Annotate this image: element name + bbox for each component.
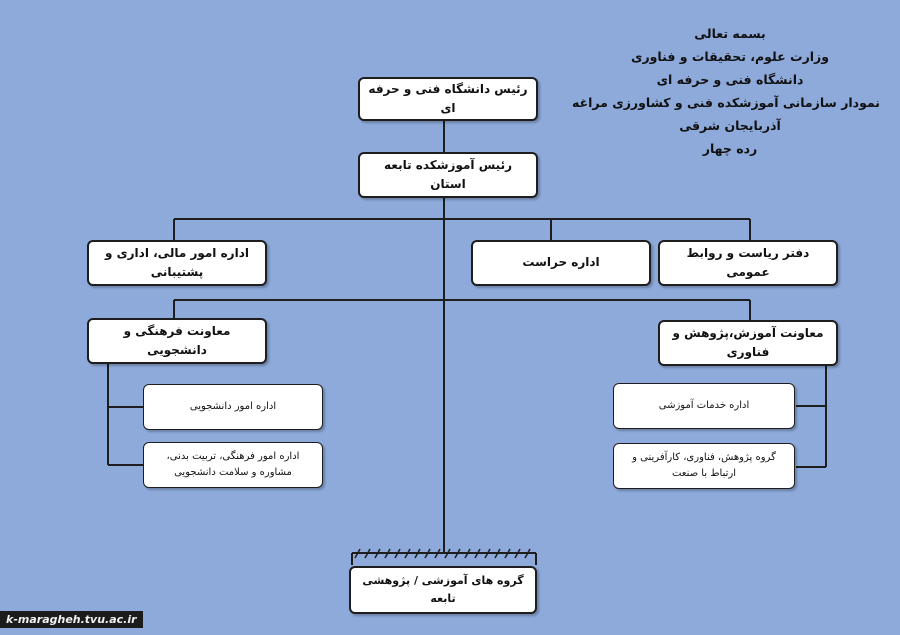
box-education-services: اداره خدمات آموزشی (613, 383, 795, 429)
header-line: نمودار سازمانی آموزشکده فنی و کشاورزی مر… (571, 95, 880, 110)
box-research-group: گروه پژوهش، فناوری، کارآفرینی و ارتباط ب… (613, 443, 795, 489)
header-titles: بسمه تعالی وزارت علوم، تحقیقات و فناوری … (571, 22, 880, 160)
header-line: بسمه تعالی (694, 26, 766, 41)
box-cultural-deputy: معاونت فرهنگی و دانشجویی (87, 318, 267, 364)
box-pr-office: دفتر ریاست و روابط عمومی (658, 240, 838, 286)
header-line: وزارت علوم، تحقیقات و فناوری (630, 49, 830, 64)
box-cultural-affairs: اداره امور فرهنگی، تربیت بدنی، مشاوره و … (143, 442, 323, 488)
box-college-head: رئیس آموزشکده تابعه استان (358, 152, 538, 198)
site-watermark: k-maragheh.tvu.ac.ir (0, 611, 143, 628)
box-university-head: رئیس دانشگاه فنی و حرفه ای (358, 77, 538, 121)
box-student-affairs: اداره امور دانشجویی (143, 384, 323, 430)
box-finance-admin: اداره امور مالی، اداری و پشتیبانی (87, 240, 267, 286)
header-line: رده چهار (702, 141, 758, 156)
box-education-deputy: معاونت آموزش،پژوهش و فناوری (658, 320, 838, 366)
box-edu-groups: گروه های آموزشی / پژوهشی تابعه (349, 566, 537, 614)
box-security: اداره حراست (471, 240, 651, 286)
header-line: آذربایجان شرقی (679, 118, 781, 133)
header-line: دانشگاه فنی و حرفه ای (656, 72, 804, 87)
